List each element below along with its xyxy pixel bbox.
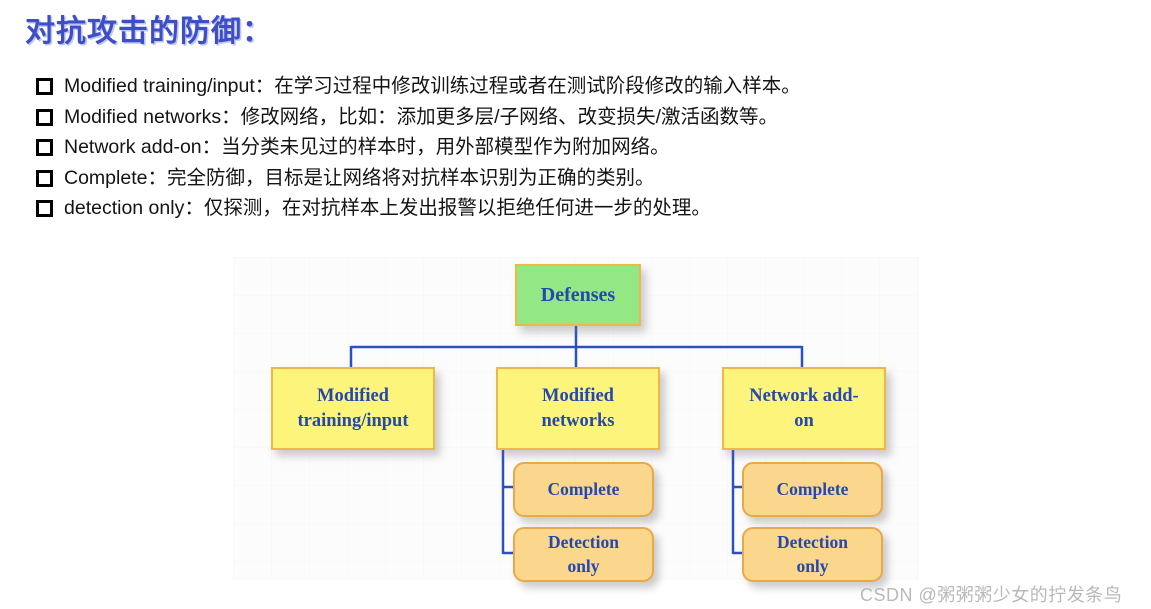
defenses-tree-diagram: Defenses Modified training/input Modifie… xyxy=(233,257,919,582)
list-item: Modified training/input：在学习过程中修改训练过程或者在测… xyxy=(36,73,1116,104)
checkbox-bullet-icon xyxy=(36,108,53,126)
diagram-node-detection-only-2: Detection only xyxy=(742,527,883,582)
node-label: Network add-on xyxy=(749,386,859,431)
diagram-node-detection-only-1: Detection only xyxy=(513,527,654,582)
diagram-node-modified-networks: Modified networks xyxy=(496,367,660,450)
bullet-text: Network add-on：当分类未见过的样本时，用外部模型作为附加网络。 xyxy=(64,136,670,158)
node-label: Detection only xyxy=(777,532,848,576)
node-label: Detection only xyxy=(548,532,619,576)
diagram-node-complete-1: Complete xyxy=(513,462,654,517)
csdn-watermark: CSDN @粥粥粥少女的拧发条鸟 xyxy=(860,585,1123,605)
checkbox-bullet-icon xyxy=(36,200,53,217)
node-label: Modified training/input xyxy=(297,386,409,431)
diagram-node-network-add-on: Network add-on xyxy=(722,367,886,450)
list-item: detection only：仅探测，在对抗样本上发出报警以拒绝任何进一步的处理… xyxy=(36,195,1116,226)
checkbox-bullet-icon xyxy=(36,169,53,187)
bullet-text: detection only：仅探测，在对抗样本上发出报警以拒绝任何进一步的处理… xyxy=(64,197,711,219)
checkbox-bullet-icon xyxy=(36,78,53,95)
node-label: Modified networks xyxy=(541,386,615,431)
diagram-node-defenses: Defenses xyxy=(515,264,641,326)
bullet-text: Modified networks：修改网络，比如：添加更多层/子网络、改变损失… xyxy=(64,105,778,128)
bullet-text: Modified training/input：在学习过程中修改训练过程或者在测… xyxy=(64,75,801,97)
node-label: Complete xyxy=(776,478,849,499)
list-item: Network add-on：当分类未见过的样本时，用外部模型作为附加网络。 xyxy=(36,134,1116,165)
list-item: Modified networks：修改网络，比如：添加更多层/子网络、改变损失… xyxy=(36,104,1116,135)
bullet-text: Complete：完全防御，目标是让网络将对抗样本识别为正确的类别。 xyxy=(64,166,655,189)
diagram-node-complete-2: Complete xyxy=(742,462,883,517)
diagram-node-modified-training-input: Modified training/input xyxy=(271,367,435,450)
tree-connectors xyxy=(349,322,804,555)
page-title: 对抗攻击的防御： xyxy=(25,15,273,48)
checkbox-bullet-icon xyxy=(36,139,53,156)
node-label: Complete xyxy=(547,478,620,499)
node-label: Defenses xyxy=(540,283,616,306)
list-item: Complete：完全防御，目标是让网络将对抗样本识别为正确的类别。 xyxy=(36,165,1116,196)
bullet-list: Modified training/input：在学习过程中修改训练过程或者在测… xyxy=(36,73,1116,226)
